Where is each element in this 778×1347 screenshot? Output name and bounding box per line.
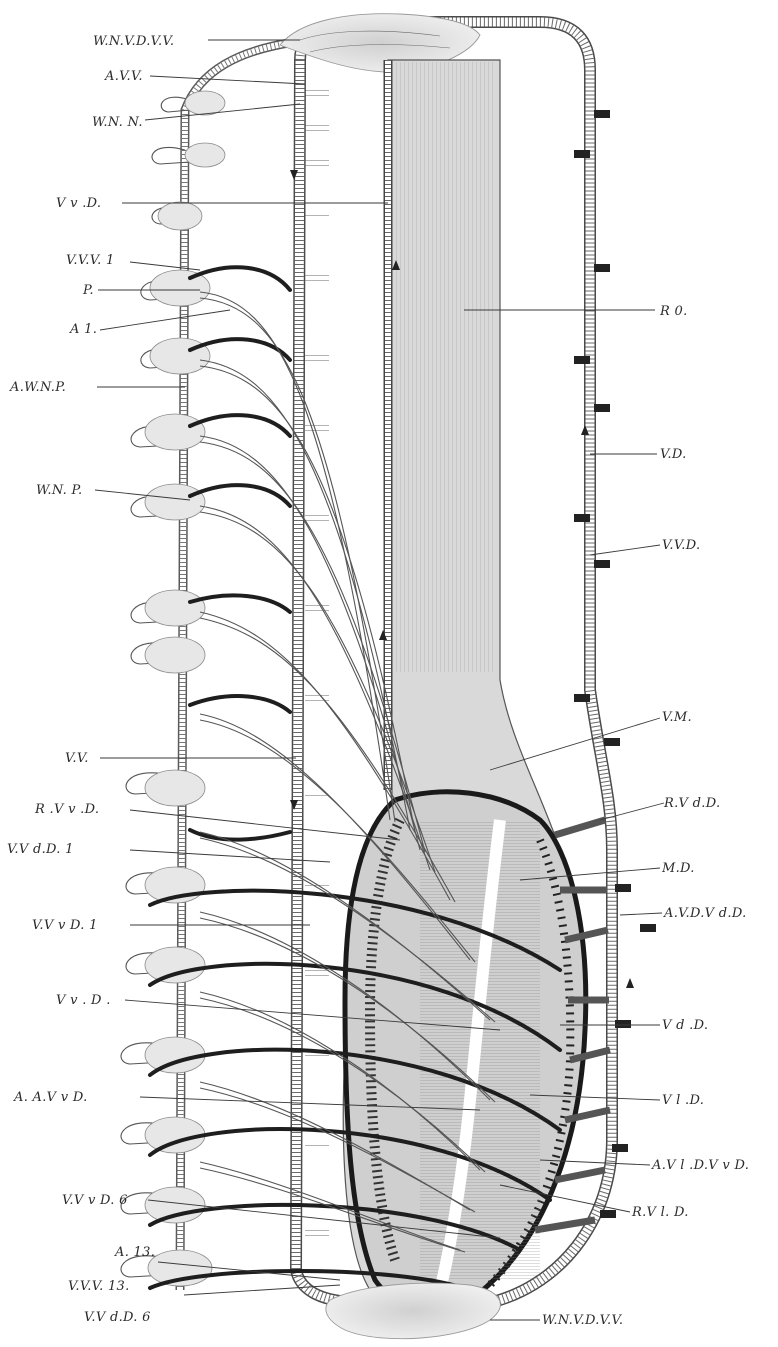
label-r-o: R 0. [659, 304, 688, 319]
label-vv-d: V v .D. [56, 196, 101, 211]
label-wn-p: W.N. P. [36, 483, 82, 498]
label-a1: A 1. [69, 322, 97, 337]
label-a-wn-p: A.W.N.P. [9, 380, 66, 395]
label-vv-d2: V v . D . [56, 993, 111, 1008]
label-a-a-vvd: A. A.V v D. [13, 1090, 88, 1105]
label-v-vdd6: V.V d.D. 6 [84, 1310, 151, 1325]
label-v-v-v13: V.V.V. 13. [68, 1279, 130, 1294]
label-m-d: M.D. [661, 861, 695, 876]
label-a-vd-vdd: A.V.D.V d.D. [663, 906, 747, 921]
label-a13: A. 13. [114, 1245, 155, 1260]
label-p: P. [82, 283, 94, 298]
label-vl-d: V l .D. [662, 1093, 704, 1108]
label-wn-vd-vv-top: W.N.V.D.V.V. [93, 34, 174, 49]
label-v-vvd1: V.V v D. 1 [32, 918, 98, 933]
label-wn-vd-vv-bottom: W.N.V.D.V.V. [542, 1313, 623, 1328]
label-r-vl-d: R.V l. D. [631, 1205, 689, 1220]
bottom-gland-mass [326, 1283, 501, 1339]
label-wn-n: W.N. N. [92, 115, 143, 130]
ventral-rungs [305, 88, 329, 1236]
label-vd-d: V d .D. [662, 1018, 708, 1033]
label-r-vd-d: R.V d.D. [663, 796, 720, 811]
ventral-vessel [296, 60, 350, 1302]
label-r-vv-d: R .V v .D. [34, 802, 99, 817]
label-v-d: V.D. [660, 447, 687, 462]
label-a-vv: A.V.V. [104, 69, 143, 84]
label-v-v: V.V. [65, 751, 89, 766]
label-v-m: V.M. [662, 710, 692, 725]
label-v-v-d: V.V.D. [662, 538, 700, 553]
label-v-vvd6: V.V v D. 6 [62, 1193, 128, 1208]
label-a-vl-d-vvd: A.V l .D.V v D. [651, 1158, 749, 1173]
label-v-v-v1: V.V.V. 1 [66, 253, 115, 268]
label-v-vdd1: V.V d.D. 1 [7, 842, 74, 857]
